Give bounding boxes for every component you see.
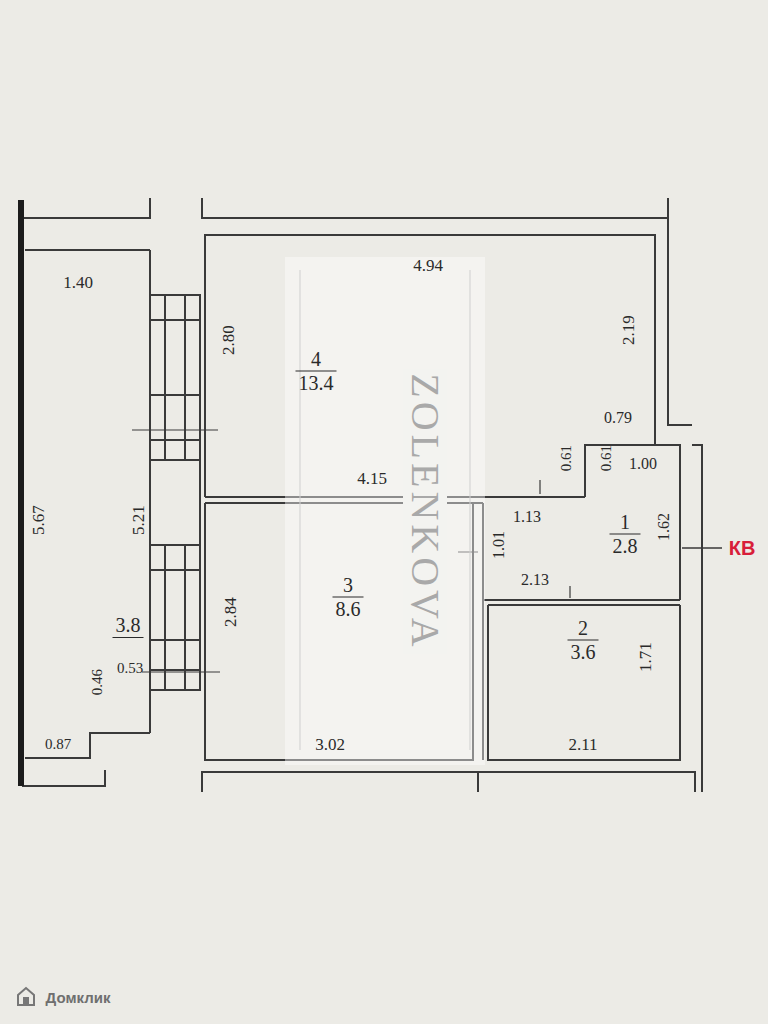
dimension-label: 1.13 (513, 509, 541, 525)
dimension-label: 3.02 (315, 736, 345, 753)
window-frame (150, 295, 200, 460)
room-area-value: 13.4 (296, 372, 337, 395)
wall (150, 460, 200, 545)
entrance-label: КВ (729, 538, 756, 558)
dimension-label: 0.79 (604, 410, 632, 426)
dimension-tick (132, 430, 220, 672)
dimension-label: 4.94 (413, 257, 443, 274)
dimension-label: 1.00 (629, 456, 657, 472)
watermark: ZOLENKOVA (403, 369, 447, 654)
wall (488, 604, 680, 606)
dimension-label: 1.40 (63, 274, 93, 291)
wall (585, 445, 680, 600)
dimension-label: 2.19 (620, 315, 637, 345)
dimension-label: 1.01 (491, 531, 507, 559)
dimension-label: 1.62 (656, 513, 672, 541)
room-label: 23.6 (568, 617, 599, 664)
room-label: 413.4 (296, 348, 337, 395)
room-number: 2 (568, 617, 599, 641)
logo-icon (18, 988, 34, 1005)
entrance-mark (682, 538, 722, 558)
wall (149, 250, 151, 733)
room-number: 3.8 (113, 614, 144, 638)
wall (202, 772, 695, 792)
dimension-label: 0.61 (559, 445, 574, 471)
room-area: 3.8 (26, 252, 149, 756)
dimension-label: 4.15 (357, 470, 387, 487)
logo-house (18, 988, 34, 1005)
room-label: 12.8 (610, 511, 641, 558)
dimension-label: 2.13 (521, 572, 549, 588)
room-area-value: 3.6 (568, 641, 599, 664)
wall (692, 445, 702, 792)
wall (22, 770, 105, 786)
source-logo: Домклик (46, 990, 111, 1005)
wall (25, 249, 150, 251)
dimension-label: 0.53 (117, 661, 143, 676)
watermark-panel (285, 257, 485, 765)
room-label: 3.8 (113, 614, 144, 638)
room-area-value: 8.6 (333, 598, 364, 621)
room-number: 3 (333, 574, 364, 598)
dimension-label: 5.21 (130, 505, 147, 535)
window-frame (150, 545, 200, 690)
dimension-label: 0.46 (90, 669, 105, 695)
window-frame (150, 295, 200, 460)
wall (488, 605, 680, 760)
wall (477, 772, 479, 792)
wall (22, 198, 150, 218)
wall (483, 599, 680, 601)
wall (668, 218, 692, 425)
window-frame (150, 545, 200, 690)
dimension-label: 2.11 (568, 736, 597, 753)
room-number: 4 (296, 348, 337, 372)
dimension-label: 2.84 (222, 597, 239, 627)
wall-lines (22, 198, 722, 792)
wall (202, 198, 668, 218)
dimension-label: 2.80 (220, 325, 237, 355)
dimension-label: 5.67 (30, 505, 47, 535)
dimension-label: 0.61 (599, 445, 614, 471)
room-area-value: 2.8 (610, 535, 641, 558)
logo-door (23, 997, 29, 1005)
room-number: 1 (610, 511, 641, 535)
wall (25, 733, 150, 758)
watermark-lines (300, 270, 470, 750)
room-label: 38.6 (333, 574, 364, 621)
dimension-label: 1.71 (637, 642, 654, 672)
balcony-glazing (18, 200, 24, 786)
dimension-label: 0.87 (45, 737, 71, 752)
